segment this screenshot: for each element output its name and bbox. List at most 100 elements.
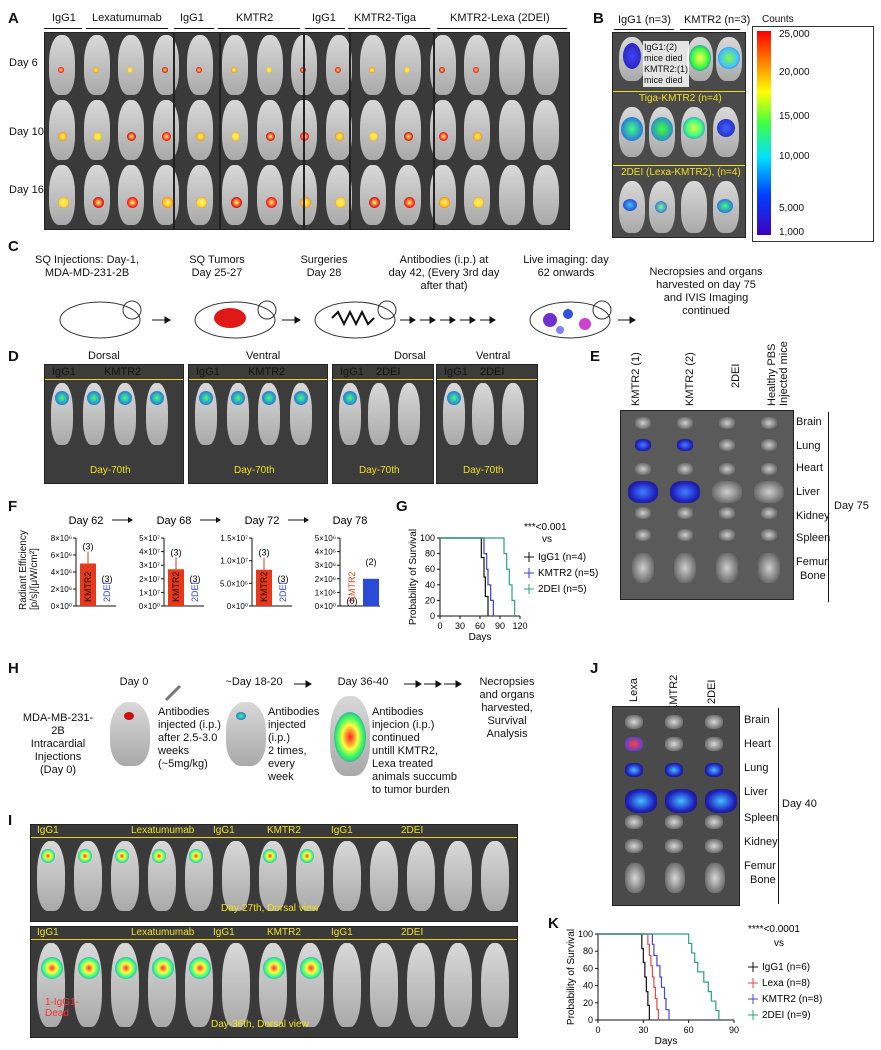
group-label: KMTR2 bbox=[248, 366, 286, 378]
tumor-signal bbox=[473, 132, 483, 141]
imaging-panel: Day-70th bbox=[44, 364, 184, 484]
tumor-signal bbox=[404, 197, 415, 208]
tick-label: 0×10⁰ bbox=[315, 602, 336, 611]
mouse bbox=[501, 383, 524, 445]
group-label: 2DEI bbox=[480, 366, 505, 378]
divider bbox=[31, 837, 517, 838]
organ bbox=[761, 417, 777, 429]
mouse bbox=[333, 841, 361, 911]
imaging-panel: IgG1:(2) mice died KMTR2:(1) mice died T… bbox=[612, 32, 746, 238]
organ bbox=[635, 439, 651, 451]
n-label: (3) bbox=[171, 547, 182, 557]
colorbar-tick: 25,000 bbox=[779, 29, 810, 40]
survival-line bbox=[598, 933, 720, 1020]
organ bbox=[677, 463, 693, 475]
tumor-signal bbox=[161, 132, 171, 141]
mouse bbox=[222, 100, 248, 160]
timeline-label: ~Day 18-20 bbox=[225, 676, 283, 688]
bar bbox=[363, 578, 379, 606]
mouse bbox=[256, 100, 283, 160]
separator bbox=[173, 33, 175, 229]
organ bbox=[705, 839, 723, 853]
organ bbox=[635, 463, 651, 475]
mouse bbox=[464, 100, 491, 160]
mouse bbox=[360, 35, 387, 95]
tumor-signal bbox=[265, 67, 272, 73]
significance-label: ****<0.0001 bbox=[748, 924, 800, 935]
dead-text: 1-IgG1- bbox=[45, 997, 79, 1008]
mouse bbox=[333, 943, 361, 1027]
organ bbox=[705, 789, 737, 813]
tick-label: 0 bbox=[588, 1015, 593, 1025]
tumor-signal bbox=[58, 132, 67, 141]
n-label: (3) bbox=[83, 542, 94, 552]
significance-label: ***<0.001 bbox=[524, 522, 567, 533]
legend-label: IgG1 (n=6) bbox=[762, 962, 810, 973]
vs-label: vs bbox=[542, 534, 552, 545]
tumor-signal bbox=[127, 67, 134, 73]
divider bbox=[333, 379, 433, 380]
organ bbox=[632, 553, 654, 583]
legend-label: IgG1 (n=4) bbox=[538, 552, 586, 563]
x-axis-label: Days bbox=[655, 1036, 678, 1047]
column-label: KMTR2 (2) bbox=[684, 352, 696, 406]
tumor-signal bbox=[92, 197, 104, 208]
mouse bbox=[256, 35, 283, 95]
view-label: Ventral bbox=[476, 350, 511, 362]
organ bbox=[665, 715, 683, 729]
tumor-signal bbox=[196, 67, 203, 73]
mouse bbox=[83, 100, 110, 160]
organ-label: Spleen bbox=[796, 532, 831, 544]
tumor-signal bbox=[196, 197, 208, 208]
tumor-signal bbox=[231, 197, 242, 208]
tick-label: 1×10⁶ bbox=[315, 588, 336, 597]
tumor-signal bbox=[438, 67, 445, 73]
panel-label-j: J bbox=[590, 660, 599, 677]
organ bbox=[719, 463, 735, 475]
colorbar-tick: 1,000 bbox=[779, 227, 805, 238]
organ bbox=[761, 463, 777, 475]
tumor-signal bbox=[300, 957, 322, 979]
group-label: IgG1 bbox=[37, 825, 59, 836]
tumor-signal bbox=[438, 197, 450, 208]
mouse bbox=[533, 35, 560, 95]
organ bbox=[628, 481, 658, 503]
survival-line bbox=[598, 933, 650, 1020]
mouse bbox=[395, 165, 421, 225]
tick-label: 4×10⁶ bbox=[51, 568, 72, 577]
mouse bbox=[148, 943, 176, 1027]
mouse bbox=[49, 100, 75, 160]
group-label: IgG1 bbox=[312, 12, 336, 24]
organ bbox=[625, 815, 643, 829]
mouse bbox=[481, 841, 509, 911]
timeline-arrows bbox=[164, 680, 462, 702]
organ bbox=[754, 481, 784, 503]
organ bbox=[705, 737, 723, 751]
mouse bbox=[498, 165, 525, 225]
note-line: mice died bbox=[644, 75, 683, 85]
tumor-signal bbox=[343, 391, 357, 405]
mouse bbox=[498, 35, 525, 95]
tumor-signal bbox=[41, 849, 55, 863]
tick-label: 100 bbox=[420, 533, 435, 543]
group-label: KMTR2-Lexa (2DEI) bbox=[450, 12, 550, 24]
dead-text: Dead bbox=[45, 1008, 69, 1019]
tumor-signal bbox=[58, 197, 69, 208]
group-label: IgG1 bbox=[213, 825, 235, 836]
group-label: IgG1 bbox=[213, 927, 235, 938]
group-label: KMTR2 bbox=[267, 825, 301, 836]
organ bbox=[665, 763, 683, 777]
tick-label: 8×10⁶ bbox=[51, 534, 72, 543]
note-line: mice died bbox=[644, 53, 683, 63]
tumor-signal bbox=[41, 957, 63, 979]
organ bbox=[625, 839, 643, 853]
mouse bbox=[444, 943, 472, 1027]
tumor-signal bbox=[189, 849, 203, 863]
tumor-signal bbox=[152, 957, 174, 979]
mouse bbox=[296, 943, 324, 1027]
